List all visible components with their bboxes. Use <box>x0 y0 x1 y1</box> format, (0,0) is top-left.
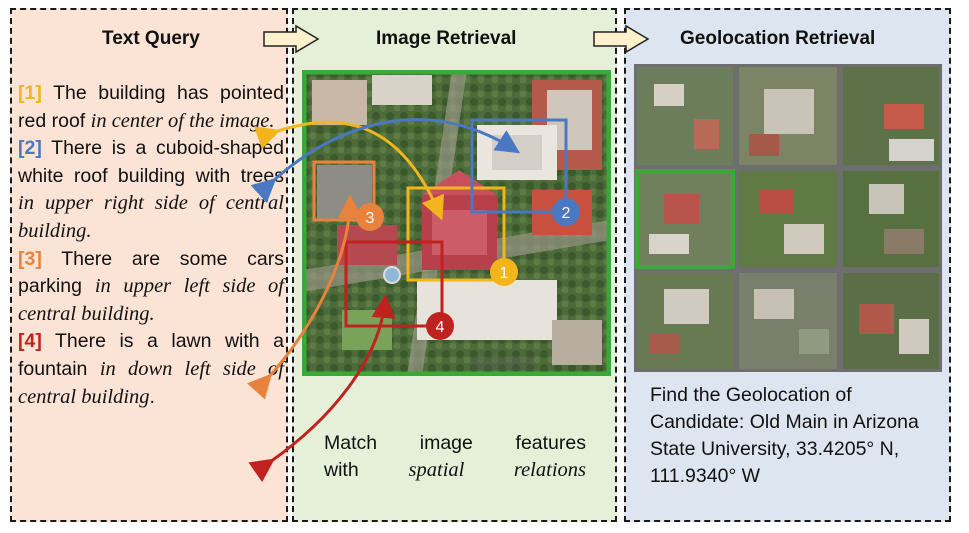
svg-text:4: 4 <box>436 319 445 336</box>
query-3: [3] There are some cars parking in upper… <box>18 246 284 329</box>
query-1-text: The building has pointed red roof <box>18 82 284 132</box>
candidate-grid <box>634 64 942 372</box>
match-caption-spatial: spatial relations <box>408 459 586 481</box>
query-3-number: [3] <box>18 247 42 270</box>
badge-4: 4 <box>426 312 454 340</box>
geolocation-caption: Find the Geolocation of Candidate: Old M… <box>650 384 919 487</box>
svg-text:1: 1 <box>500 265 509 282</box>
tile-1 <box>637 67 733 165</box>
tile-3 <box>843 67 939 165</box>
arrow-query-2 <box>250 118 521 203</box>
tile-5 <box>739 171 837 267</box>
query-1-number: [1] <box>18 82 42 104</box>
arrow-query-3 <box>247 194 362 400</box>
query-1: [1] The building has pointed red roof in… <box>18 80 284 135</box>
candidate-highlight <box>635 169 735 269</box>
query-4-spatial: in down left side of central building <box>18 357 284 408</box>
aerial-query-image: 1 2 3 4 <box>302 70 611 376</box>
query-4-number: [4] <box>18 330 42 353</box>
query-2-spatial: in upper right side of central building. <box>18 192 284 242</box>
query-4-period: . <box>149 385 155 408</box>
query-4-text: There is a lawn with a fountain <box>18 330 284 380</box>
tile-6 <box>843 171 939 267</box>
arrow-query-1 <box>254 120 445 221</box>
query-2-text: There is a cuboid-shaped white roof buil… <box>18 137 284 187</box>
query-4: [4] There is a lawn with a fountain in d… <box>18 328 284 411</box>
flow-arrow-2 <box>593 24 650 54</box>
badge-2: 2 <box>552 198 580 226</box>
geolocation-retrieval-title: Geolocation Retrieval <box>680 28 876 49</box>
text-query-title: Text Query <box>102 28 200 49</box>
tile-4 <box>637 171 733 267</box>
tile-7 <box>637 273 733 369</box>
query-2-number: [2] <box>18 137 42 160</box>
query-3-spatial: in upper left side of central building. <box>18 275 284 325</box>
text-query-panel: Text Query [1] The building has pointed … <box>10 8 288 522</box>
arrow-query-4 <box>248 294 396 483</box>
query-3-text: There are some cars parking <box>18 247 284 298</box>
tile-8 <box>739 273 837 369</box>
flow-arrow-1 <box>263 24 320 54</box>
badge-1: 1 <box>490 258 518 286</box>
query-2: [2] There is a cuboid-shaped white roof … <box>18 135 284 245</box>
svg-text:2: 2 <box>562 205 571 222</box>
query-list: [1] The building has pointed red roof in… <box>18 80 284 411</box>
tile-9 <box>843 273 939 369</box>
tile-2 <box>739 67 837 165</box>
image-retrieval-title: Image Retrieval <box>376 28 517 49</box>
query-1-spatial: in center of the image. <box>90 109 275 132</box>
